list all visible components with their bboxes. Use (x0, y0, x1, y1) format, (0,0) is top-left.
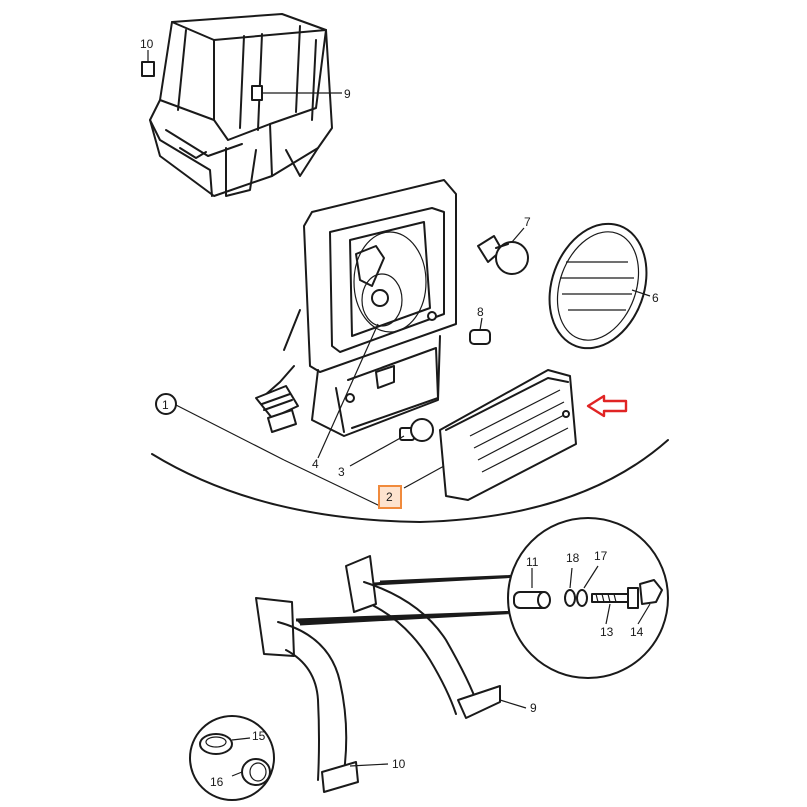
callout-11: 11 (526, 555, 539, 569)
callout-18: 18 (566, 551, 580, 565)
callout-1-circle (155, 393, 177, 415)
sleeve-16 (241, 758, 271, 786)
callout-6: 6 (652, 291, 659, 305)
callout-10-cab: 10 (140, 37, 154, 51)
callout-1: 1 (162, 398, 169, 412)
tractor-cab-illustration (141, 13, 342, 197)
mounting-bracket-10 (255, 597, 389, 793)
callout-4: 4 (312, 457, 319, 471)
callout-9-bracket: 9 (530, 701, 537, 715)
callout-3: 3 (338, 465, 345, 479)
callout-10-bracket: 10 (392, 757, 406, 771)
side-bulb-8 (469, 317, 491, 345)
bolt-13 (591, 587, 639, 609)
mounting-bracket-9 (345, 555, 527, 719)
headlamp-bulb-7 (477, 227, 529, 275)
headlamp-lens-6 (548, 222, 651, 350)
callout-2: 2 (386, 490, 393, 504)
callout-7: 7 (524, 215, 531, 229)
callout-14: 14 (630, 625, 644, 639)
rectangular-lamp-2 (439, 369, 577, 501)
callout-13: 13 (600, 625, 614, 639)
grommet-15 (199, 733, 233, 755)
callout-15: 15 (252, 729, 266, 743)
assembly-boundary-arc (151, 439, 669, 523)
callout-16: 16 (210, 775, 224, 789)
callout-9-cab: 9 (344, 87, 351, 101)
callout-8: 8 (477, 305, 484, 319)
callout-2-highlight[interactable] (378, 485, 402, 509)
nut-14 (639, 579, 663, 605)
right-pointing-outline-arrow-icon (586, 394, 628, 418)
work-light-housing (255, 179, 457, 437)
bulb-3 (399, 418, 434, 442)
bushing-11 (513, 591, 551, 609)
washers-17-18 (564, 589, 588, 607)
callout-17: 17 (594, 549, 608, 563)
